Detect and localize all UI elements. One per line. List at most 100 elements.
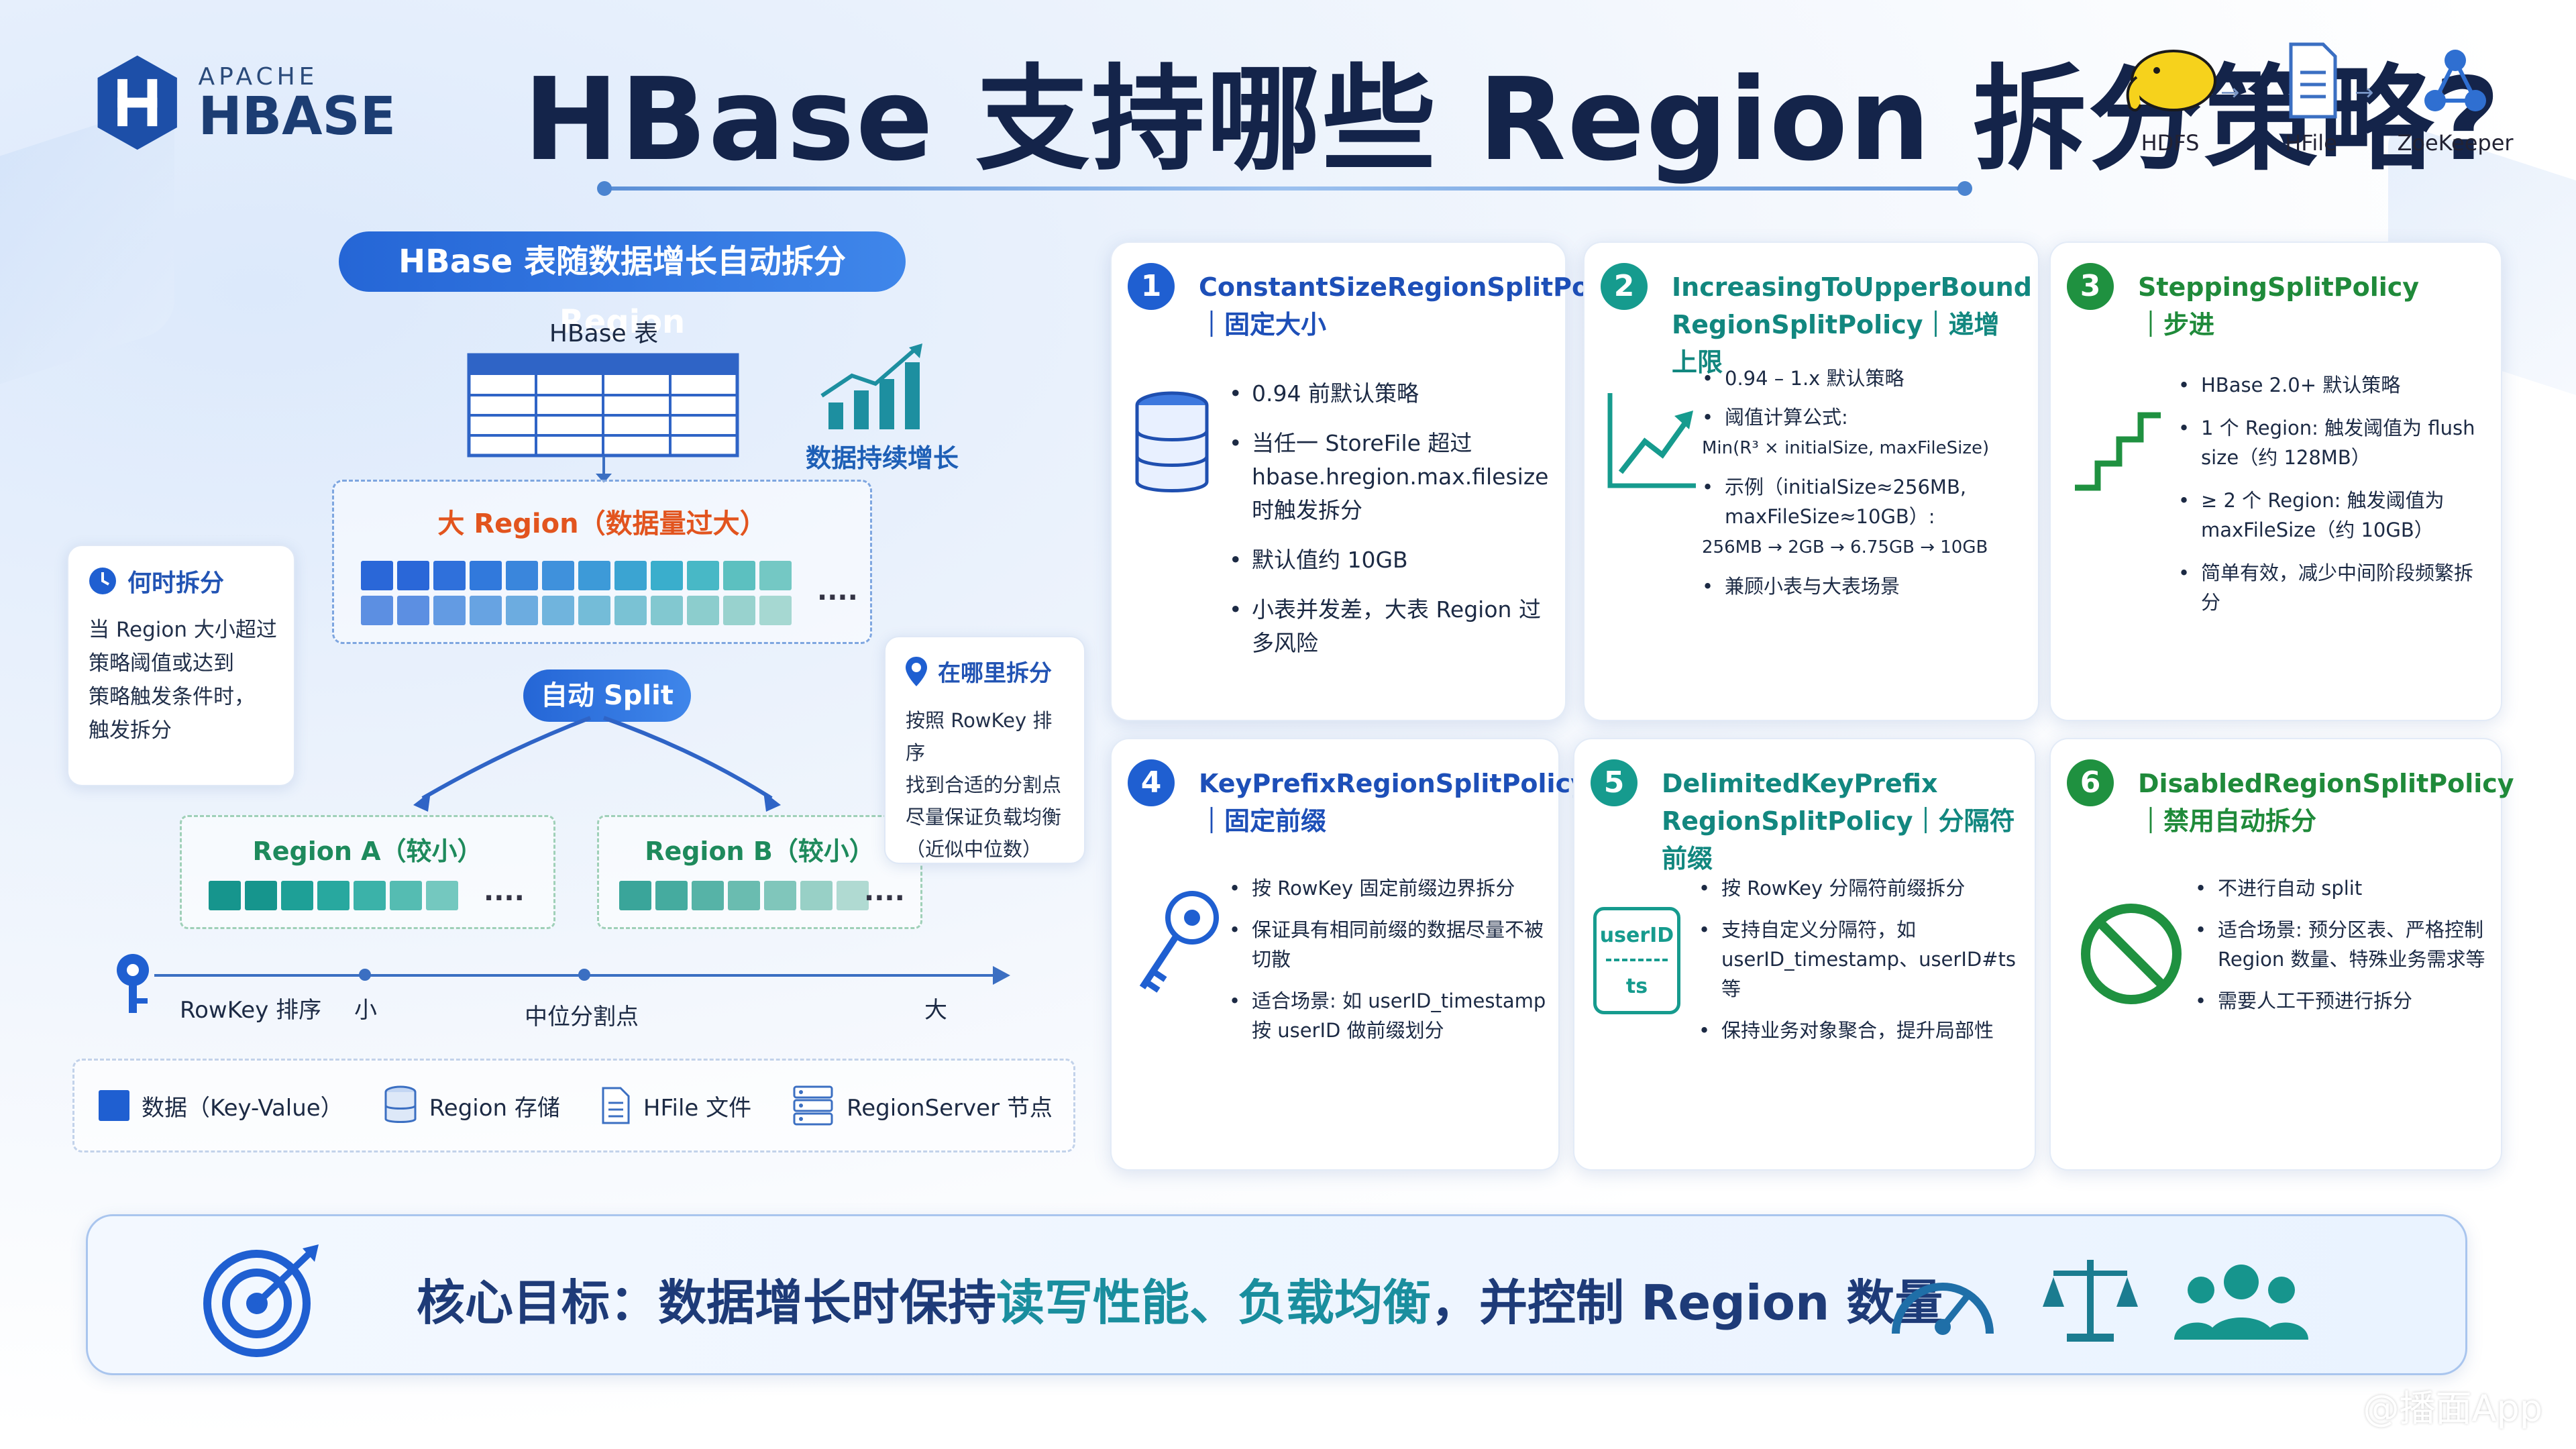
card-title-line: SteppingSplitPolicy	[2138, 272, 2420, 302]
goal-suffix: ，并控制 Region 数量	[1431, 1275, 1943, 1331]
card-number: 2	[1601, 263, 1648, 310]
big-region-label: 大 Region（数据量过大）	[437, 508, 767, 539]
card-title-line: RegionSplitPolicy｜递增上限	[1672, 310, 2000, 377]
data-cell	[209, 881, 241, 910]
target-icon	[203, 1244, 319, 1357]
more-dots: ....	[864, 876, 905, 907]
zookeeper-network-icon: ZoeKeeper	[2388, 40, 2522, 156]
card-title-line: DisabledRegionSplitPolicy	[2138, 769, 2514, 798]
card-title: IncreasingToUpperBound RegionSplitPolicy…	[1672, 268, 2032, 381]
axis-large-label: 大	[924, 997, 947, 1024]
legend-label: HFile 文件	[643, 1094, 752, 1122]
card-bullet: 阈值计算公式:	[1702, 402, 2029, 432]
card-title: DisabledRegionSplitPolicy ｜禁用自动拆分	[2138, 765, 2514, 840]
data-cell	[506, 561, 538, 590]
hfile-document-icon: HFile	[2254, 40, 2368, 156]
down-arrow-icon	[596, 456, 612, 483]
data-cell	[397, 561, 429, 590]
axis-tick	[578, 969, 590, 981]
data-cells-row	[361, 596, 792, 625]
data-cell	[542, 561, 574, 590]
goal-prefix: 核心目标：数据增长时保持	[417, 1275, 997, 1331]
data-square-icon	[99, 1090, 129, 1121]
where-split-body: 按照 RowKey 排序 找到合适的分割点 尽量保证负载均衡 （近似中位数）	[906, 704, 1071, 865]
where-line: 按照 RowKey 排序	[906, 709, 1053, 764]
card-number: 4	[1128, 759, 1175, 806]
legend-label: Region 存储	[429, 1094, 560, 1122]
card-bullet: 0.94 前默认策略	[1229, 377, 1552, 411]
more-dots: ....	[817, 576, 858, 606]
rising-chart-icon	[1607, 393, 1696, 488]
where-line: （近似中位数）	[906, 838, 1042, 861]
card-bullet: 默认值约 10GB	[1229, 543, 1552, 577]
data-cell	[728, 881, 760, 910]
data-cell	[361, 596, 393, 625]
card-title-line: ConstantSizeRegionSplitPolicy	[1199, 272, 1639, 302]
card-bullets: 不进行自动 split 适合场景: 预分区表、严格控制 Region 数量、特殊…	[2195, 873, 2493, 1032]
delimiter-ts: ts	[1625, 975, 1648, 998]
where-split-header: 在哪里拆分	[904, 655, 1052, 688]
server-icon	[793, 1085, 833, 1126]
card-bullet: 支持自定义分隔符，如 userID_timestamp、userID#ts 等	[1699, 915, 2027, 1004]
where-line: 找到合适的分割点	[906, 773, 1062, 796]
data-cell	[506, 596, 538, 625]
data-cell	[578, 561, 610, 590]
strategy-card-3: 3 SteppingSplitPolicy ｜步进 HBase 2.0+ 默认策…	[2049, 241, 2502, 721]
database-icon	[1135, 391, 1209, 492]
card-title-line: KeyPrefixRegionSplitPolicy	[1199, 769, 1587, 798]
header-icons: HDFS → HFile → ZoeKeeper	[2113, 40, 2529, 168]
strategy-card-2: 2 IncreasingToUpperBound RegionSplitPoli…	[1583, 241, 2039, 721]
watermark: @播面App	[2363, 1387, 2543, 1430]
database-icon	[384, 1085, 417, 1123]
logo-apache: APACHE	[198, 62, 319, 91]
data-cell	[317, 881, 350, 910]
data-cell	[433, 561, 466, 590]
card-bullet: 保证具有相同前缀的数据尽量不被切散	[1229, 915, 1550, 974]
data-cell	[619, 881, 651, 910]
data-cells-row	[209, 881, 458, 910]
data-cell	[470, 596, 502, 625]
legend-item: 数据（Key-Value）	[99, 1089, 343, 1122]
card-number: 6	[2067, 759, 2114, 806]
card-bullet: HBase 2.0+ 默认策略	[2178, 370, 2491, 400]
card-bullet: 按 RowKey 分隔符前缀拆分	[1699, 873, 2027, 903]
strategy-card-4: 4 KeyPrefixRegionSplitPolicy ｜固定前缀 按 Row…	[1110, 738, 1587, 1171]
region-a-label: Region A（较小）	[252, 837, 483, 866]
delimiter-icon: userID ts	[1593, 907, 1680, 1014]
rowkey-sort-label: RowKey 排序	[180, 997, 322, 1024]
stairs-icon	[2075, 412, 2161, 491]
data-cell	[723, 561, 755, 590]
data-cell	[655, 881, 688, 910]
when-split-header: 何时拆分	[87, 564, 224, 598]
data-cell	[651, 561, 683, 590]
card-title: DelimitedKeyPrefix RegionSplitPolicy｜分隔符…	[1662, 765, 2021, 877]
data-cell	[470, 561, 502, 590]
card-bullet: 需要人工干预进行拆分	[2195, 986, 2493, 1016]
when-line: 触发拆分	[89, 718, 172, 743]
growth-chart-icon	[820, 343, 922, 429]
strategy-card-5: 5 DelimitedKeyPrefix RegionSplitPolicy｜分…	[1573, 738, 2036, 1171]
data-cell	[723, 596, 755, 625]
card-bullet: ≥ 2 个 Region: 触发阈值为 maxFileSize（约 10GB）	[2178, 486, 2491, 545]
axis-small-label: 小	[354, 997, 377, 1024]
zookeeper-label: ZoeKeeper	[2397, 130, 2514, 156]
card-bullet: 适合场景: 如 userID_timestamp 按 userID 做前缀划分	[1229, 986, 1550, 1045]
growth-label: 数据持续增长	[805, 443, 959, 473]
card-title-line: IncreasingToUpperBound	[1672, 272, 2032, 302]
split-arrows	[413, 716, 781, 812]
delimiter-userid: userID	[1599, 924, 1674, 947]
left-panel-title: HBase 表随数据增长自动拆分 Region	[339, 231, 906, 341]
card-bullet: 保持业务对象聚合，提升局部性	[1699, 1016, 2027, 1045]
rowkey-axis	[154, 966, 1010, 985]
hbase-logo: APACHE HBASE	[94, 39, 396, 166]
card-bullets: HBase 2.0+ 默认策略 1 个 Region: 触发阈值为 flush …	[2178, 370, 2491, 633]
clock-icon	[89, 568, 116, 594]
card-bullet: 按 RowKey 固定前缀边界拆分	[1229, 873, 1550, 903]
card-bullet: 不进行自动 split	[2195, 873, 2493, 903]
card-bullet: 小表并发差，大表 Region 过多风险	[1229, 593, 1552, 660]
card-title-line: ｜固定前缀	[1199, 806, 1327, 836]
card-bullet: 1 个 Region: 触发阈值为 flush size（约 128MB）	[2178, 413, 2491, 472]
card-title-line: ｜固定大小	[1199, 310, 1327, 339]
data-cell	[433, 596, 466, 625]
key-pin-icon	[117, 954, 149, 1013]
